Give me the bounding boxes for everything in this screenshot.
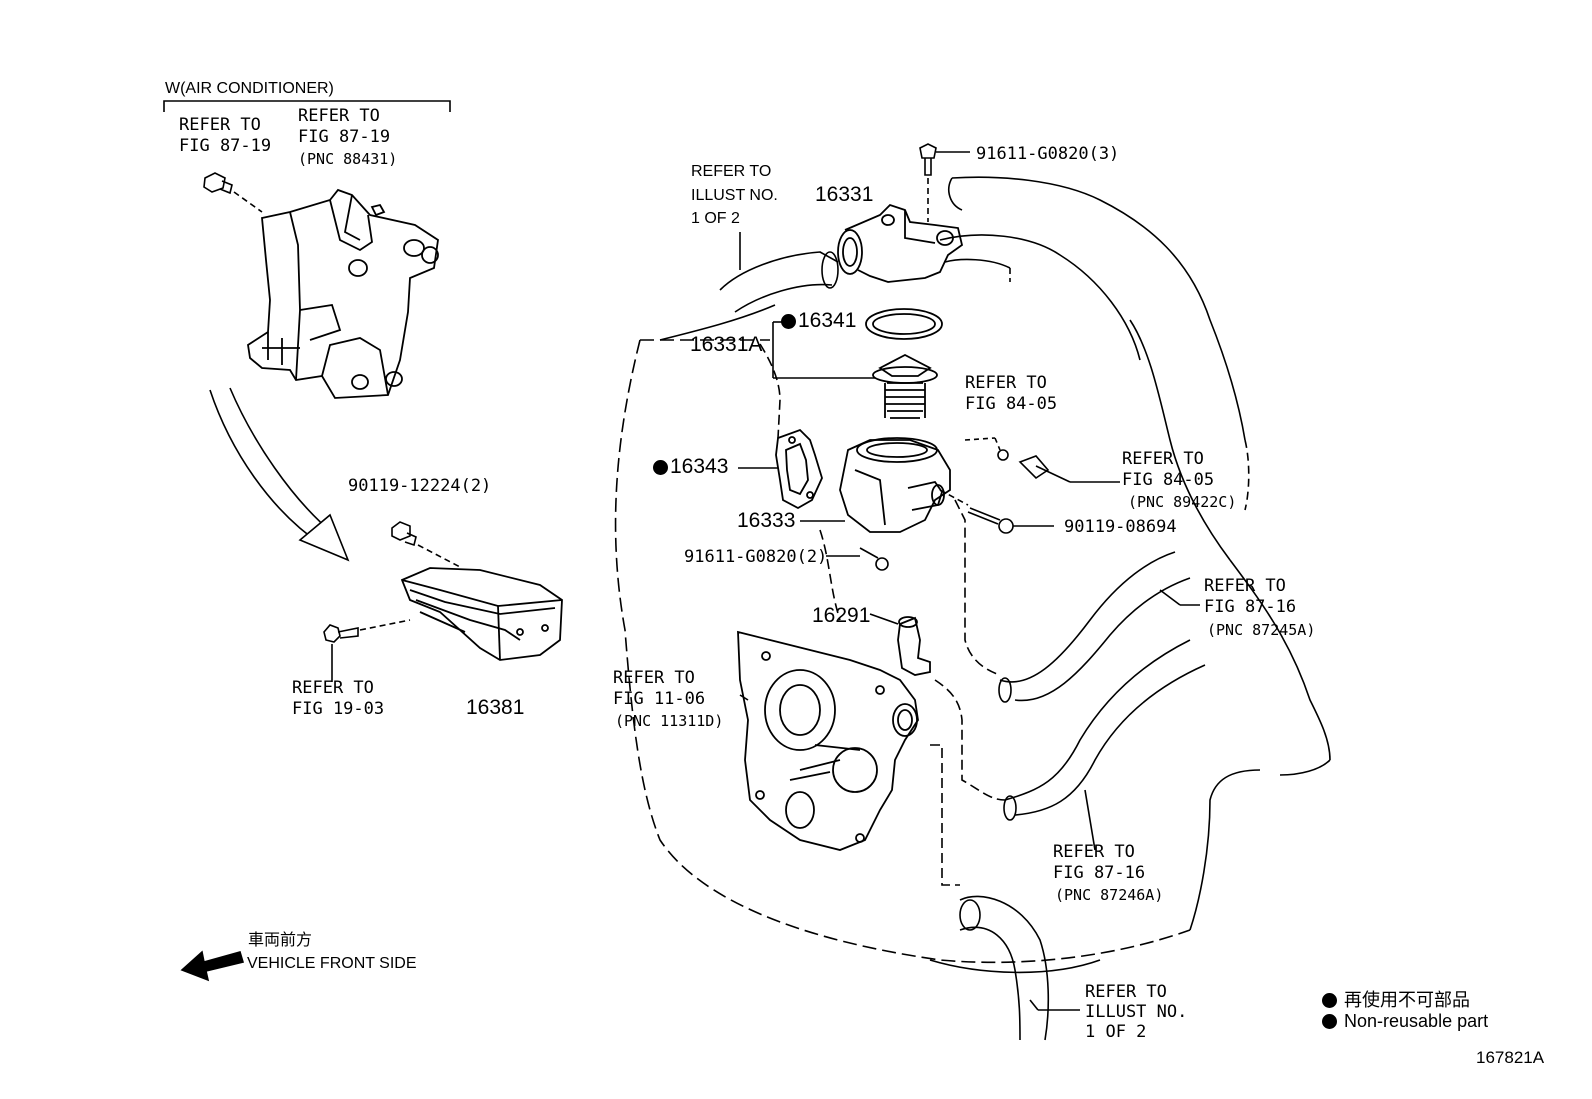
part-91611-g0820-2-label: 91611-G0820(2)	[684, 547, 828, 567]
part-16341-label: 16341	[781, 310, 856, 331]
part-91611-g0820-3-label: 91611-G0820(3)	[976, 144, 1120, 164]
legend-en: Non-reusable part	[1322, 1011, 1488, 1032]
legend-dot-icon	[1322, 1014, 1337, 1029]
thermostat-drawing	[873, 355, 937, 418]
part-16291-label: 16291	[812, 604, 871, 627]
part-16341-drawing	[866, 309, 942, 339]
leader-lines	[738, 232, 1200, 1010]
sensor-drawing	[965, 438, 1070, 482]
hose-right-upper	[999, 552, 1190, 702]
group-bracket-line	[164, 101, 450, 112]
part-90119-12224-label: 90119-12224(2)	[348, 476, 492, 496]
part-16331a-label: 16331A	[690, 333, 763, 356]
engine-body-lines	[940, 177, 1330, 930]
figure-id: 167821A	[1476, 1048, 1545, 1067]
hose-right-lower	[1004, 640, 1205, 820]
bolt-90119-08694	[968, 508, 1054, 533]
ac-group-title: W(AIR CONDITIONER)	[165, 80, 334, 97]
part-16333-label: 16333	[737, 509, 796, 532]
engine-outline	[616, 305, 1190, 972]
bolt-ac-bracket	[204, 173, 262, 212]
vehicle-front-arrow	[182, 952, 243, 980]
bolt-90119-12224	[392, 522, 462, 568]
part-16381-drawing	[402, 568, 562, 660]
part-16333-drawing	[840, 438, 950, 532]
part-16291-drawing	[898, 617, 930, 675]
move-arrow	[210, 388, 348, 560]
bolt-91611-top	[920, 144, 970, 222]
part-16343-label: 16343	[653, 456, 728, 477]
part-90119-08694-label: 90119-08694	[1064, 517, 1177, 537]
legend-dot-icon	[1322, 993, 1337, 1008]
bolt-91611-mid	[860, 548, 888, 570]
hose-bottom	[960, 896, 1048, 1040]
part-16331-label: 16331	[815, 183, 874, 206]
non-reusable-marker	[781, 314, 796, 329]
legend-jp: 再使用不可部品	[1322, 986, 1470, 1012]
ac-bracket-part	[248, 190, 438, 398]
part-16381-label: 16381	[466, 696, 525, 719]
non-reusable-marker	[653, 460, 668, 475]
hose-top-left	[720, 252, 838, 312]
water-pump-housing	[738, 632, 918, 850]
part-16331-drawing	[838, 205, 962, 282]
part-16343-drawing	[776, 430, 822, 508]
bolt-refer-19-03	[324, 620, 410, 682]
